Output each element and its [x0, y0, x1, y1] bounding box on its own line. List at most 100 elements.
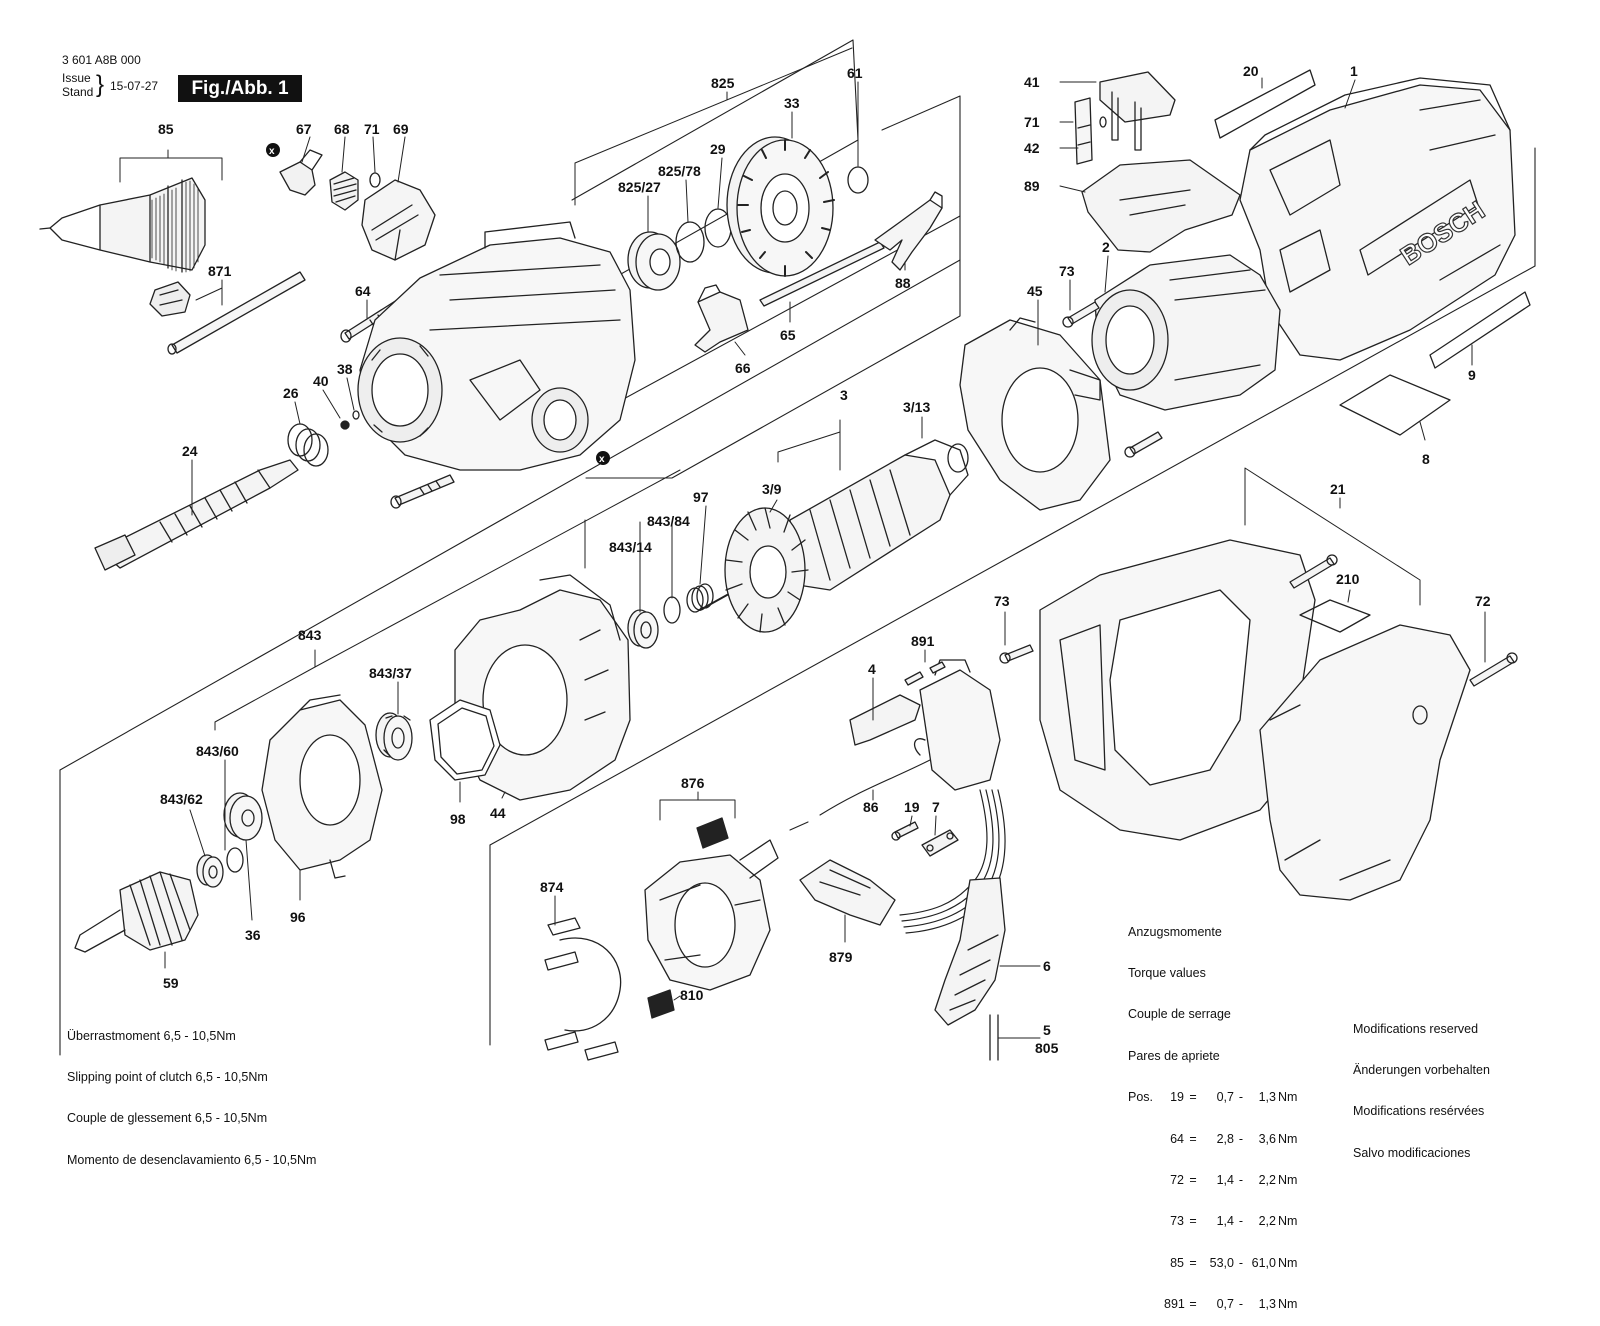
- label-59: 59: [163, 975, 179, 991]
- label-20: [1214, 69, 1316, 139]
- label-20: 20: [1243, 63, 1259, 79]
- screw-lower: [390, 474, 455, 509]
- label-876: 876: [681, 775, 705, 791]
- ring-38: [352, 410, 360, 420]
- label-21: 21: [1330, 481, 1346, 497]
- torque-heading: Torque values: [1128, 965, 1206, 980]
- clutch-59: [74, 871, 199, 953]
- screw-891: [904, 661, 946, 686]
- clutch-notes: Überrastmoment 6,5 - 10,5Nm Slipping poi…: [67, 1002, 316, 1181]
- cover-89: [1081, 159, 1241, 253]
- lever-66: [694, 284, 749, 353]
- torque-row: 73 = 1,4 - 2,2 Nm: [1170, 1214, 1298, 1229]
- mark-x-bottom: [596, 451, 610, 465]
- modifications-line: Salvo modificaciones: [1353, 1145, 1471, 1160]
- cable-guard-879: [799, 859, 896, 926]
- ball-40: [340, 420, 350, 430]
- label-210: 210: [1336, 571, 1360, 587]
- handle-left: [1039, 539, 1316, 841]
- label-42: 42: [1024, 140, 1040, 156]
- label-7: 7: [932, 799, 940, 815]
- field-2: [1091, 254, 1281, 411]
- label-29: 29: [710, 141, 726, 157]
- chuck-85: [39, 177, 206, 273]
- issue-date: 15-07-27: [110, 79, 159, 93]
- fork-88: [874, 191, 943, 271]
- issue-label: Issue: [62, 71, 91, 85]
- cable-protector-6: [934, 877, 1006, 1026]
- mark-x-top: [266, 143, 280, 157]
- clutch-note: Überrastmoment 6,5 - 10,5Nm: [67, 1028, 236, 1043]
- bearing-825-27: [627, 231, 681, 291]
- label-24: 24: [182, 443, 198, 459]
- torque-row: 72 = 1,4 - 2,2 Nm: [1170, 1172, 1298, 1187]
- label-85: 85: [158, 121, 174, 137]
- fan-3-9: [724, 507, 809, 633]
- label-5: 5: [1043, 1022, 1051, 1038]
- leader-lines: [119, 47, 1486, 1039]
- switch-cover-41: [1099, 71, 1176, 151]
- torque-heading: Couple de serrage: [1128, 1007, 1231, 1022]
- label-61: 61: [847, 65, 863, 81]
- label-86: 86: [863, 799, 879, 815]
- label-40: 40: [313, 373, 329, 389]
- exploded-parts-diagram: 85 871 67 68 71 69 825 61 33 29 825/78 8…: [39, 39, 1536, 1061]
- figure-title: Fig./Abb. 1: [178, 75, 302, 102]
- spindle-24: [94, 459, 299, 571]
- spring-26: [287, 423, 329, 467]
- label-73-bottom: 73: [994, 593, 1010, 609]
- label-843: 843: [298, 627, 322, 643]
- screw-73-top: [1062, 301, 1100, 328]
- label-810: 810: [680, 987, 704, 1003]
- switch-4: [849, 659, 1001, 791]
- label-x-bottom: x: [599, 454, 605, 465]
- doc-number: 3 601 A8B 000: [62, 53, 141, 67]
- label-38: 38: [337, 361, 353, 377]
- modifications-line: Modifications resérvées: [1353, 1104, 1485, 1119]
- spring-clip-874: [544, 917, 622, 1061]
- cover-96: [261, 694, 383, 879]
- brush-top: [696, 817, 729, 849]
- clip-7: [921, 829, 959, 857]
- ring-843-84: [663, 596, 681, 624]
- label-36: 36: [245, 927, 261, 943]
- label-41: 41: [1024, 74, 1040, 90]
- label-68: 68: [334, 121, 350, 137]
- label-3-9: 3/9: [762, 481, 782, 497]
- torque-row: 85 = 53,0 - 61,0 Nm: [1170, 1255, 1298, 1270]
- motor-housing-1: [1239, 77, 1516, 361]
- label-843-14: 843/14: [609, 539, 652, 555]
- knob: [223, 792, 263, 841]
- torque-heading: Anzugsmomente: [1128, 924, 1222, 939]
- clutch-note: Couple de glessement 6,5 - 10,5Nm: [67, 1111, 268, 1126]
- label-9: 9: [1468, 367, 1476, 383]
- ring-36: [226, 847, 244, 873]
- label-73-top: 73: [1059, 263, 1075, 279]
- baffle-45: [959, 317, 1111, 511]
- label-89: 89: [1024, 178, 1040, 194]
- label-871: 871: [208, 263, 232, 279]
- gear-housing: [357, 221, 636, 471]
- brush-810: [647, 989, 675, 1019]
- brace: }: [96, 71, 105, 98]
- label-1: 1: [1350, 63, 1358, 79]
- label-825-27: 825/27: [618, 179, 661, 195]
- label-2: 2: [1102, 239, 1110, 255]
- label-44: 44: [490, 805, 506, 821]
- modifications-line: Modifications reserved: [1353, 1021, 1479, 1036]
- washer-61: [847, 166, 869, 194]
- label-19: 19: [904, 799, 920, 815]
- label-8: [1339, 374, 1451, 436]
- gear-33: [726, 136, 835, 277]
- label-879: 879: [829, 949, 853, 965]
- screw-field: [1124, 431, 1163, 458]
- label-891: 891: [911, 633, 935, 649]
- gasket-98: [429, 699, 501, 781]
- label-210: [1299, 599, 1371, 633]
- label-69: 69: [393, 121, 409, 137]
- screws-handle: [999, 554, 1518, 687]
- handle-right: [1259, 624, 1471, 901]
- label-843-60: 843/60: [196, 743, 239, 759]
- label-3: 3: [840, 387, 848, 403]
- label-4: 4: [868, 661, 876, 677]
